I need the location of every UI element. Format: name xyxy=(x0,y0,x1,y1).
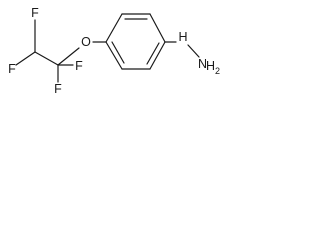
fluorine-bottom-label: F xyxy=(54,82,62,96)
fluorine-right-label: F xyxy=(75,59,83,73)
ring-double-bond-c xyxy=(111,41,125,64)
bond-c2-o xyxy=(57,47,80,66)
ring-bond-6 xyxy=(105,41,123,70)
nh2-subscript-label: 2 xyxy=(215,66,220,76)
oxygen-label: O xyxy=(81,35,91,49)
nh2-hydrogen-label: H xyxy=(206,59,215,73)
terminal-nitrogen-label: N xyxy=(198,57,207,71)
ring-bond-1 xyxy=(105,13,123,43)
ring-double-bond-b xyxy=(146,42,160,65)
bond-c1-c2 xyxy=(34,51,59,66)
ring-bond-4 xyxy=(149,41,166,70)
atom-labels: F F F F O H N H 2 xyxy=(8,6,220,96)
fluorine-left-label: F xyxy=(8,62,16,76)
fluorine-top-label: F xyxy=(31,6,39,20)
bond-c1-f-left xyxy=(15,51,36,66)
bond-nh-nh2 xyxy=(187,44,200,58)
chemical-structure-diagram: F F F F O H N H 2 xyxy=(8,6,220,96)
bonds xyxy=(15,13,200,83)
nh-hydrogen-label: H xyxy=(178,30,187,44)
ring-bond-3 xyxy=(149,13,166,43)
